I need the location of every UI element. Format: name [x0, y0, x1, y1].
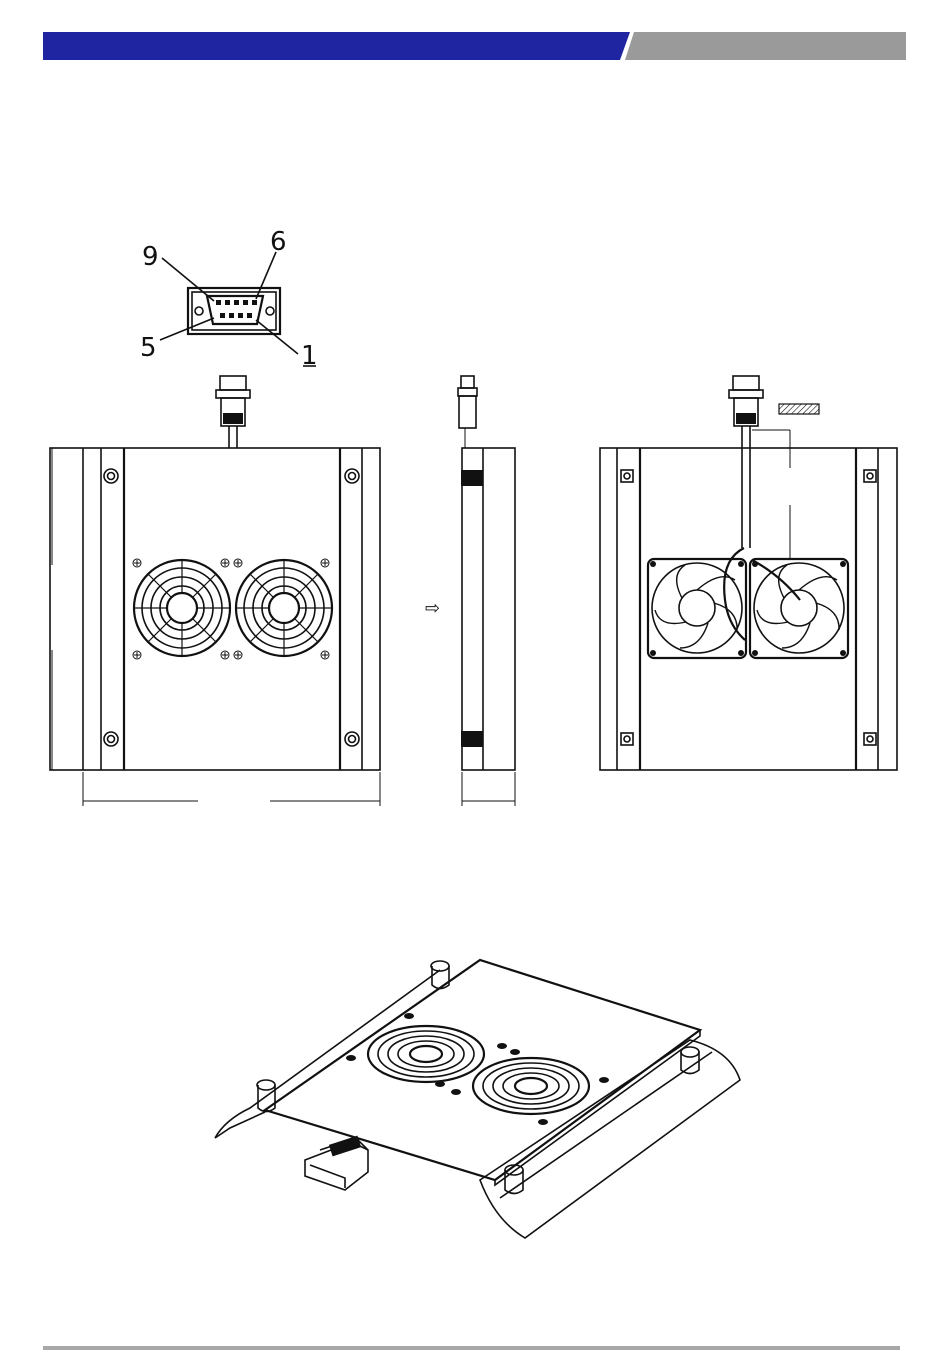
iso-holes — [346, 1013, 609, 1125]
front-fan-2 — [236, 560, 332, 656]
back-cable-connector — [729, 376, 763, 426]
hatched-marker — [779, 404, 819, 414]
back-view — [600, 376, 897, 770]
side-view: ⇨ — [425, 376, 515, 806]
back-fan-2 — [750, 559, 848, 658]
pin-label-9: 9 — [142, 242, 159, 272]
iso-fan-2 — [473, 1058, 589, 1114]
side-cable-connector — [458, 376, 477, 448]
side-arrow-icon: ⇨ — [425, 598, 440, 619]
pin-label-5: 5 — [140, 333, 157, 363]
front-cable-connector — [216, 376, 250, 448]
iso-db9-connector — [305, 1136, 368, 1190]
front-view — [50, 376, 380, 806]
db9-connector-detail: 9 6 5 1 — [140, 227, 318, 371]
iso-fan-1 — [368, 1026, 484, 1082]
pin-label-1: 1 — [301, 341, 318, 371]
pin-label-6: 6 — [270, 227, 287, 257]
back-screws — [621, 470, 876, 745]
db9-pins — [216, 300, 257, 318]
back-fan-1 — [648, 559, 746, 658]
isometric-view — [215, 960, 740, 1238]
footer-rule — [43, 1346, 900, 1350]
front-fan-1 — [134, 560, 230, 656]
